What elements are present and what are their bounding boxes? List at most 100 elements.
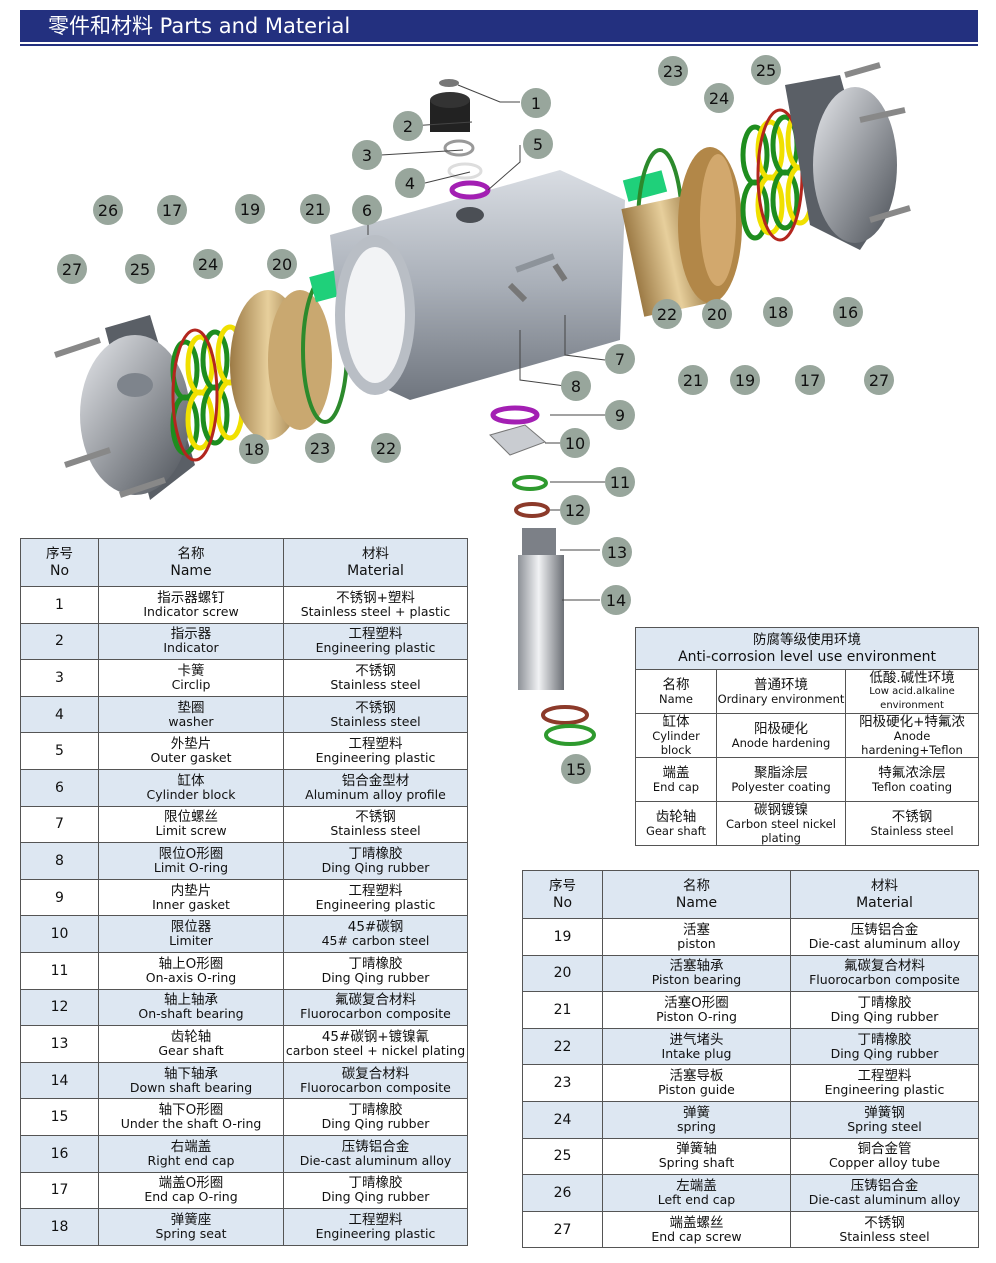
svg-text:24: 24 [198,255,218,274]
part-name-zh: 活塞导板 [669,1068,724,1085]
svg-text:27: 27 [869,371,889,390]
part-name-zh: 内垫片 [170,882,212,899]
callout-6: 6 [352,195,382,225]
part-name-en: On-shaft bearing [138,1006,244,1022]
part-name-zh: 右端盖 [170,1138,212,1155]
part-number: 22 [522,1027,603,1066]
part-material-zh: 压铸铝合金 [850,1177,919,1194]
part-material-en: Engineering plastic [824,1082,945,1098]
callout-22l: 22 [371,433,401,463]
svg-text:16: 16 [838,303,858,322]
callout-5: 5 [523,129,553,159]
part-material-zh: 工程塑料 [857,1068,912,1085]
svg-text:19: 19 [735,371,755,390]
part-material-en: Die-cast aluminum alloy [299,1152,452,1168]
part-material-zh: 不锈钢+塑料 [336,589,415,606]
callout-17l: 17 [157,195,187,225]
part-material-en: Ding Qing rubber [830,1045,939,1061]
callout-23l: 23 [305,433,335,463]
callout-15: 15 [561,754,591,784]
part-material-zh: 工程塑料 [348,736,403,753]
svg-text:14: 14 [606,591,626,610]
part-material-en: Die-cast aluminum alloy [808,935,961,951]
part-material-en: Stainless steel [330,713,421,729]
part-number: 6 [20,768,99,807]
svg-text:12: 12 [565,501,585,520]
part-number: 23 [522,1064,603,1102]
part-material-zh: 弹簧钢 [864,1104,905,1121]
svg-text:5: 5 [533,135,543,154]
env-ordinary-zh: 碳钢镀镍 [754,801,808,818]
callout-21r: 21 [678,365,708,395]
part-material-zh: 氟碳复合材料 [335,992,416,1009]
part-name-en: Limit O-ring [153,859,229,875]
part-name-en: Spring seat [155,1225,227,1241]
part-name-zh: 指示器 [170,626,212,643]
part-material-en: Engineering plastic [315,640,436,656]
left-springs [170,324,245,462]
env-ordinary-en: Carbon steel nickel plating [726,816,836,845]
part-name-en: Left end cap [657,1191,736,1207]
part-name-en: Indicator [163,640,219,656]
part-material-zh: 丁晴橡胶 [857,994,912,1011]
callout-22r: 22 [652,299,682,329]
env-name-en: End cap [652,779,700,794]
svg-text:11: 11 [610,473,630,492]
part-name-en: Indicator screw [143,603,239,619]
callout-2: 2 [393,111,423,141]
part-material-zh: 不锈钢 [864,1214,905,1231]
part-material-zh: 45#碳钢 [347,919,404,936]
svg-text:20: 20 [707,305,727,324]
callout-18l: 18 [239,434,269,464]
part-name-zh: 垫圈 [177,699,205,716]
callout-23r: 23 [658,56,688,86]
part-name-en: Piston guide [658,1082,735,1098]
svg-text:25: 25 [130,260,150,279]
cylinder-body [330,170,625,400]
part-name-zh: 轴上O形圈 [158,955,224,972]
env-acid-zh: 阳极硬化+特氟浓 [859,713,965,730]
part-material-en: Fluorocarbon composite [300,1006,451,1022]
callout-13: 13 [602,537,632,567]
svg-text:3: 3 [362,146,372,165]
part-name-en: Limiter [169,933,213,949]
svg-text:17: 17 [800,371,820,390]
part-number: 7 [20,805,99,844]
left-end-cap [54,315,195,500]
callout-12: 12 [560,495,590,525]
part-name-en: Intake plug [661,1045,732,1061]
part-material-zh: 丁晴橡胶 [348,1102,403,1119]
part-name-zh: 限位螺丝 [164,809,218,826]
part-material-en: Engineering plastic [315,1225,436,1241]
part-number: 27 [522,1210,603,1249]
svg-text:25: 25 [756,61,776,80]
part-number: 15 [20,1098,99,1136]
